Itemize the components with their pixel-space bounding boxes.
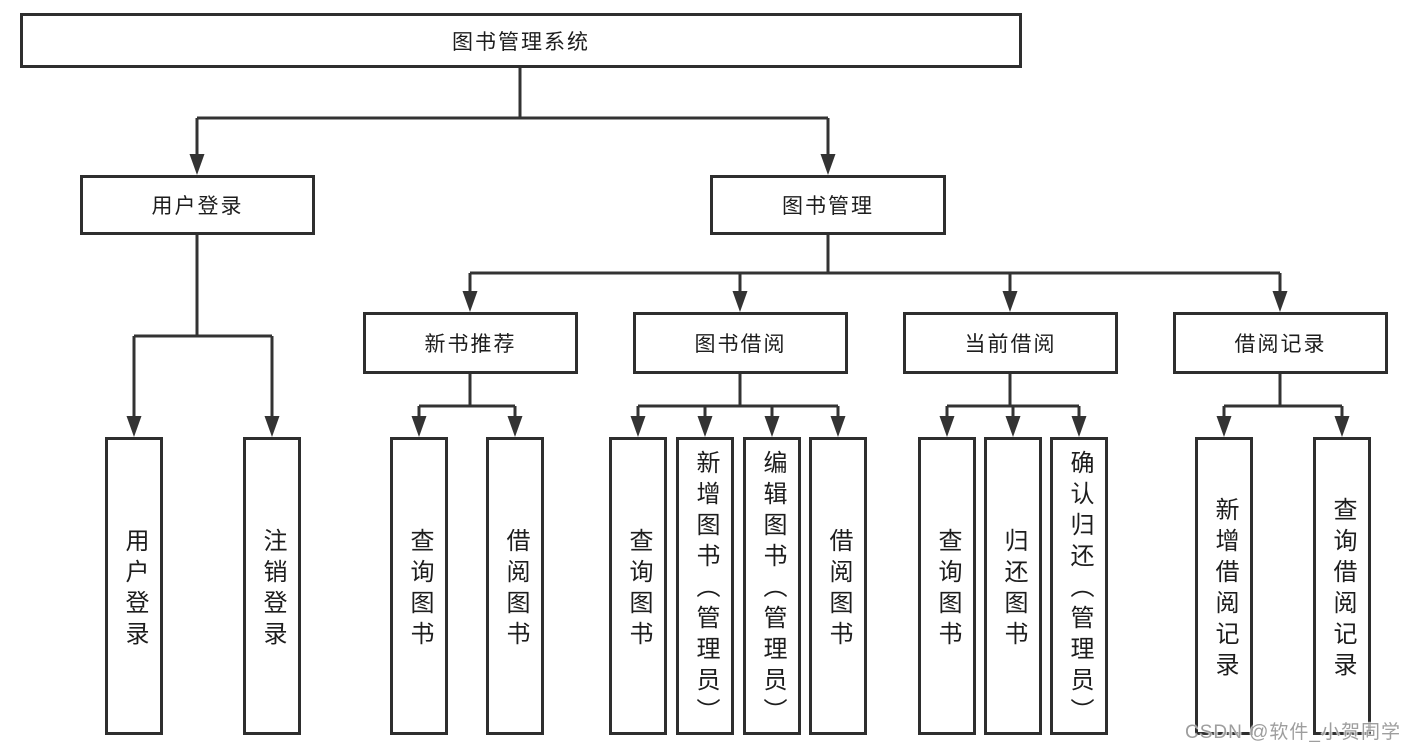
leaf-borrowing-borrow-label: 借阅图书 xyxy=(825,527,852,652)
csdn-watermark: CSDN @软件_小贺同学 xyxy=(1185,722,1401,743)
leaf-newbooks-query-label: 查询图书 xyxy=(406,527,433,652)
leaf-records-query: 查询借阅记录 xyxy=(1313,437,1371,735)
arrowhead-icon xyxy=(1334,416,1350,437)
node-root: 图书管理系统 xyxy=(20,13,1022,68)
leaf-current-query-label: 查询图书 xyxy=(934,527,961,652)
leaf-current-confirm: 确认归还（管理员） xyxy=(1050,437,1108,735)
leaf-newbooks-query: 查询图书 xyxy=(390,437,448,735)
arrowhead-icon xyxy=(1005,416,1021,437)
node-current: 当前借阅 xyxy=(903,312,1118,374)
arrowhead-icon xyxy=(1272,291,1288,312)
node-current-label: 当前借阅 xyxy=(964,333,1057,356)
arrowhead-icon xyxy=(189,154,205,175)
node-records-label: 借阅记录 xyxy=(1234,333,1327,356)
connector-user-login xyxy=(132,235,274,418)
leaf-borrowing-query: 查询图书 xyxy=(609,437,667,735)
leaf-borrowing-edit-label: 编辑图书（管理员） xyxy=(759,450,786,729)
leaf-current-query: 查询图书 xyxy=(918,437,976,735)
leaf-user-login-label: 用户登录 xyxy=(121,527,148,652)
leaf-borrowing-add-label: 新增图书（管理员） xyxy=(692,450,719,729)
leaf-records-add-label: 新增借阅记录 xyxy=(1211,496,1238,683)
connector-current xyxy=(945,374,1081,418)
arrowhead-icon xyxy=(764,416,780,437)
arrowhead-icon xyxy=(820,154,836,175)
connector-root xyxy=(195,68,830,156)
arrowhead-icon xyxy=(1071,416,1087,437)
node-root-label: 图书管理系统 xyxy=(452,30,590,54)
leaf-borrowing-edit: 编辑图书（管理员） xyxy=(743,437,801,735)
leaf-current-confirm-label: 确认归还（管理员） xyxy=(1066,450,1093,729)
leaf-borrowing-borrow: 借阅图书 xyxy=(809,437,867,735)
node-new-books-label: 新书推荐 xyxy=(424,333,517,356)
arrowhead-icon xyxy=(939,416,955,437)
leaf-logout: 注销登录 xyxy=(243,437,301,735)
arrowhead-icon xyxy=(1216,416,1232,437)
node-records: 借阅记录 xyxy=(1173,312,1388,374)
arrowhead-icon xyxy=(732,291,748,312)
arrowhead-icon xyxy=(507,416,523,437)
connector-book-mgmt xyxy=(468,235,1282,293)
arrowhead-icon xyxy=(830,416,846,437)
arrowhead-icon xyxy=(264,416,280,437)
arrowhead-icon xyxy=(1002,291,1018,312)
arrowhead-icon xyxy=(462,291,478,312)
leaf-newbooks-borrow-label: 借阅图书 xyxy=(502,527,529,652)
leaf-newbooks-borrow: 借阅图书 xyxy=(486,437,544,735)
leaf-records-query-label: 查询借阅记录 xyxy=(1329,496,1356,683)
arrowhead-icon xyxy=(126,416,142,437)
arrowhead-icon xyxy=(630,416,646,437)
arrowhead-icon xyxy=(697,416,713,437)
leaf-borrowing-add: 新增图书（管理员） xyxy=(676,437,734,735)
leaf-user-login: 用户登录 xyxy=(105,437,163,735)
leaf-records-add: 新增借阅记录 xyxy=(1195,437,1253,735)
node-user-login-label: 用户登录 xyxy=(151,195,244,218)
connector-new-books xyxy=(417,374,517,418)
leaf-current-return: 归还图书 xyxy=(984,437,1042,735)
arrowhead-icon xyxy=(411,416,427,437)
node-user-login: 用户登录 xyxy=(80,175,315,235)
connector-borrowing xyxy=(636,374,840,418)
node-book-mgmt-label: 图书管理 xyxy=(782,195,874,218)
node-borrowing-label: 图书借阅 xyxy=(694,333,787,356)
node-book-mgmt: 图书管理 xyxy=(710,175,946,235)
leaf-current-return-label: 归还图书 xyxy=(1000,527,1027,652)
leaf-logout-label: 注销登录 xyxy=(259,527,286,652)
connector-records xyxy=(1222,374,1344,418)
leaf-borrowing-query-label: 查询图书 xyxy=(625,527,652,652)
node-new-books: 新书推荐 xyxy=(363,312,578,374)
node-borrowing: 图书借阅 xyxy=(633,312,848,374)
